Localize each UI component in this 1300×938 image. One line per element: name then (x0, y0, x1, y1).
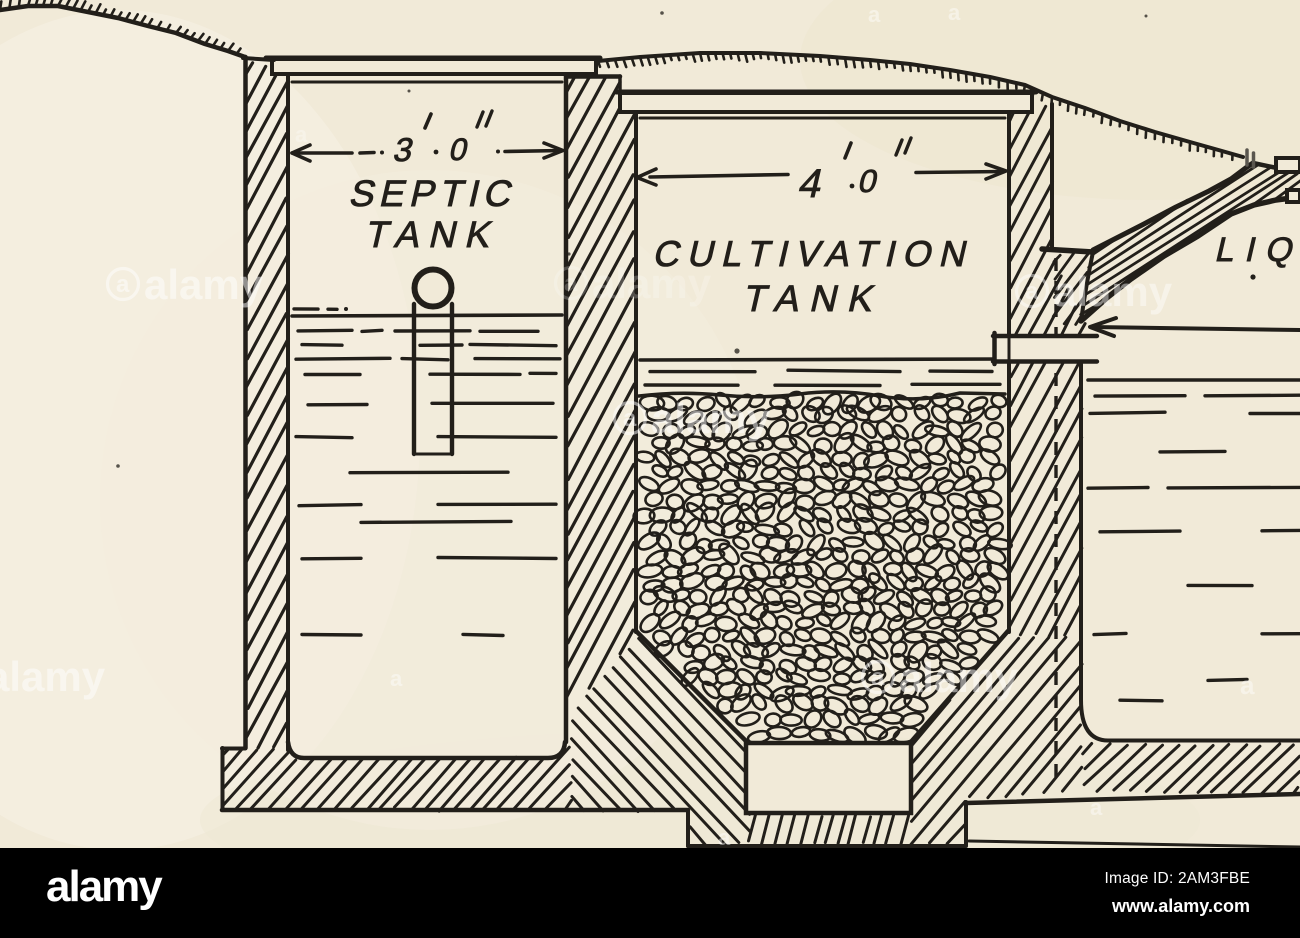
svg-text:TANK: TANK (362, 213, 505, 254)
svg-text:alamy: alamy (651, 395, 771, 442)
svg-text:alamy: alamy (1053, 268, 1173, 315)
svg-text:a: a (390, 666, 403, 691)
svg-text:LIQ: LIQ (1212, 231, 1300, 269)
svg-text:a: a (1240, 670, 1255, 700)
svg-text:a: a (948, 0, 961, 25)
svg-text:a: a (295, 122, 308, 147)
svg-text:alamy: alamy (144, 261, 264, 308)
svg-text:alamy: alamy (899, 654, 1019, 701)
svg-text:alamy: alamy (0, 653, 106, 700)
svg-text:a: a (871, 664, 885, 691)
svg-text:a: a (564, 270, 578, 297)
svg-text:a: a (718, 825, 731, 848)
svg-text:TANK: TANK (740, 277, 889, 318)
svg-text:a: a (1090, 795, 1103, 820)
svg-text:SEPTIC: SEPTIC (346, 172, 522, 213)
svg-text:CULTIVATION: CULTIVATION (650, 233, 980, 273)
svg-text:alamy: alamy (592, 260, 712, 307)
svg-text:a: a (1025, 278, 1039, 305)
svg-text:a: a (116, 271, 130, 298)
svg-text:a: a (623, 405, 637, 432)
svg-text:a: a (868, 2, 881, 27)
